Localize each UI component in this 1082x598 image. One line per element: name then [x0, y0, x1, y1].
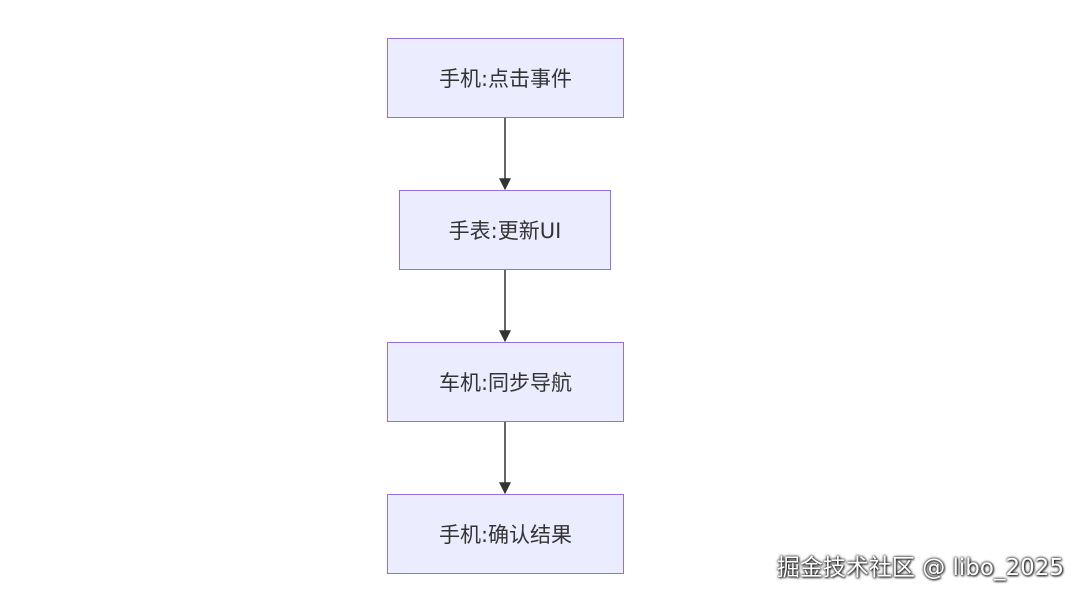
node-car-sync-navigation: 车机:同步导航: [387, 342, 624, 422]
node-label: 手机:点击事件: [438, 67, 573, 91]
watermark: 掘金技术社区 @ libo_2025: [776, 555, 1064, 581]
node-phone-confirm-result: 手机:确认结果: [387, 494, 624, 574]
node-label: 车机:同步导航: [438, 371, 573, 395]
node-label: 手表:更新UI: [448, 219, 562, 243]
node-label: 手机:确认结果: [438, 523, 573, 547]
node-phone-click-event: 手机:点击事件: [387, 38, 624, 118]
node-watch-update-ui: 手表:更新UI: [399, 190, 611, 270]
